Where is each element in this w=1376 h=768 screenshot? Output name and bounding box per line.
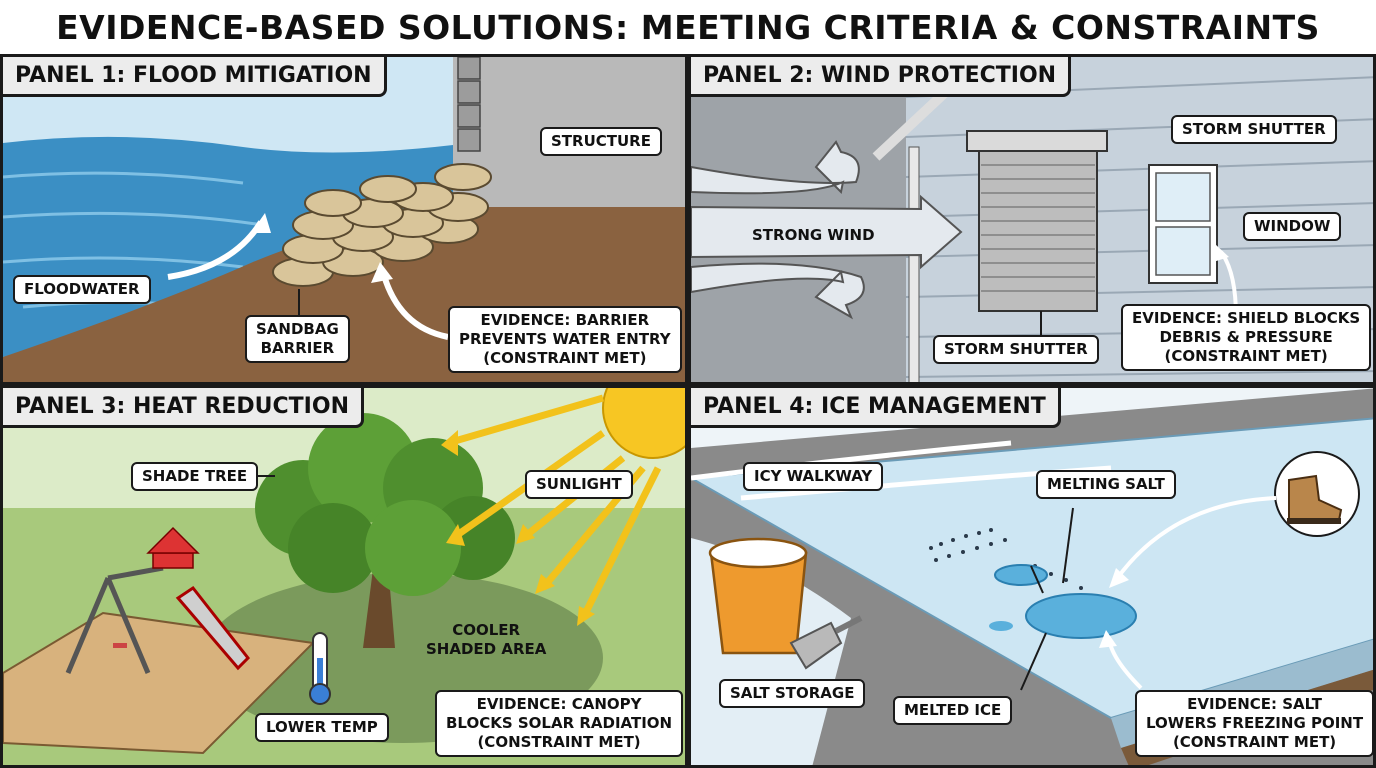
melt-puddle-small — [994, 564, 1048, 586]
wall-icon — [457, 57, 481, 152]
salt-dots — [929, 528, 1095, 600]
sandbag-line-2: BARRIER — [260, 339, 335, 357]
wind-evidence-line-2: DEBRIS & PRESSURE — [1159, 328, 1333, 346]
wind-arrow-icon — [691, 140, 963, 320]
panel-3-title: PANEL 3: HEAT REDUCTION — [3, 388, 364, 428]
melt-puddle-large — [1025, 593, 1137, 639]
label-salt-storage: SALT STORAGE — [719, 679, 866, 708]
window-icon — [1148, 164, 1218, 284]
panel-heat-reduction: PANEL 3: HEAT REDUCTION SHADE TREE SUNLI… — [0, 385, 688, 768]
label-flood-evidence: EVIDENCE: BARRIER PREVENTS WATER ENTRY (… — [448, 306, 682, 373]
panel-2-title: PANEL 2: WIND PROTECTION — [691, 57, 1072, 97]
scoop-icon — [789, 615, 863, 670]
flood-evidence-line-1: EVIDENCE: BARRIER — [480, 311, 650, 329]
label-ice-evidence: EVIDENCE: SALT LOWERS FREEZING POINT (CO… — [1135, 690, 1373, 757]
label-window: WINDOW — [1243, 212, 1342, 241]
cooler-line-2: SHADED AREA — [426, 640, 547, 658]
panel-flood-mitigation: PANEL 1: FLOOD MITIGATION STRUCTURE FLOO… — [0, 54, 688, 385]
arrow-evidence — [380, 271, 449, 340]
tree-icon — [255, 413, 515, 648]
label-icy-walkway: ICY WALKWAY — [743, 462, 884, 491]
ice-evidence-line-2: LOWERS FREEZING POINT — [1146, 714, 1364, 732]
ice-evidence-line-1: EVIDENCE: SALT — [1187, 695, 1322, 713]
label-floodwater: FLOODWATER — [13, 275, 151, 304]
sun-icon — [602, 388, 685, 459]
label-cooler-shaded-area: COOLER SHADED AREA — [417, 618, 555, 662]
heat-evidence-line-2: BLOCKS SOLAR RADIATION — [446, 714, 673, 732]
flood-evidence-line-3: (CONSTRAINT MET) — [483, 349, 647, 367]
boot-icon — [1287, 474, 1343, 524]
heat-evidence-line-3: (CONSTRAINT MET) — [477, 733, 641, 751]
sandbag-line-1: SANDBAG — [256, 320, 339, 338]
ice-evidence-line-3: (CONSTRAINT MET) — [1172, 733, 1337, 751]
label-sandbag-barrier: SANDBAG BARRIER — [245, 315, 350, 363]
heat-evidence-line-1: EVIDENCE: CANOPY — [476, 695, 642, 713]
label-wind-evidence: EVIDENCE: SHIELD BLOCKS DEBRIS & PRESSUR… — [1121, 304, 1372, 371]
arrow-boot-salt — [1114, 496, 1277, 582]
label-storm-shutter-bottom: STORM SHUTTER — [933, 335, 1099, 364]
panel-1-title: PANEL 1: FLOOD MITIGATION — [3, 57, 387, 97]
playground-icon — [3, 526, 316, 755]
label-lower-temp: LOWER TEMP — [255, 713, 389, 742]
label-structure: STRUCTURE — [540, 127, 662, 156]
label-heat-evidence: EVIDENCE: CANOPY BLOCKS SOLAR RADIATION … — [435, 690, 684, 757]
storm-shutter-icon — [966, 130, 1108, 312]
wind-evidence-line-1: EVIDENCE: SHIELD BLOCKS — [1132, 309, 1361, 327]
panel-4-title: PANEL 4: ICE MANAGEMENT — [691, 388, 1061, 428]
label-melted-ice: MELTED ICE — [893, 696, 1013, 725]
panel-ice-management: PANEL 4: ICE MANAGEMENT ICY WALKWAY MELT… — [688, 385, 1376, 768]
label-shade-tree: SHADE TREE — [131, 462, 259, 491]
label-storm-shutter-top: STORM SHUTTER — [1171, 115, 1337, 144]
wind-evidence-line-3: (CONSTRAINT MET) — [1164, 347, 1328, 365]
flood-evidence-line-2: PREVENTS WATER ENTRY — [459, 330, 671, 348]
sandbag-icon — [272, 163, 492, 287]
salt-bucket-icon — [708, 537, 808, 655]
cooler-line-1: COOLER — [452, 621, 521, 639]
label-melting-salt: MELTING SALT — [1036, 470, 1176, 499]
panel-wind-protection: PANEL 2: WIND PROTECTION STORM SHUTTER W… — [688, 54, 1376, 385]
page-title: EVIDENCE-BASED SOLUTIONS: MEETING CRITER… — [56, 7, 1320, 47]
label-strong-wind: STRONG WIND — [752, 226, 875, 244]
thermometer-icon — [309, 632, 331, 705]
label-sunlight: SUNLIGHT — [525, 470, 633, 499]
